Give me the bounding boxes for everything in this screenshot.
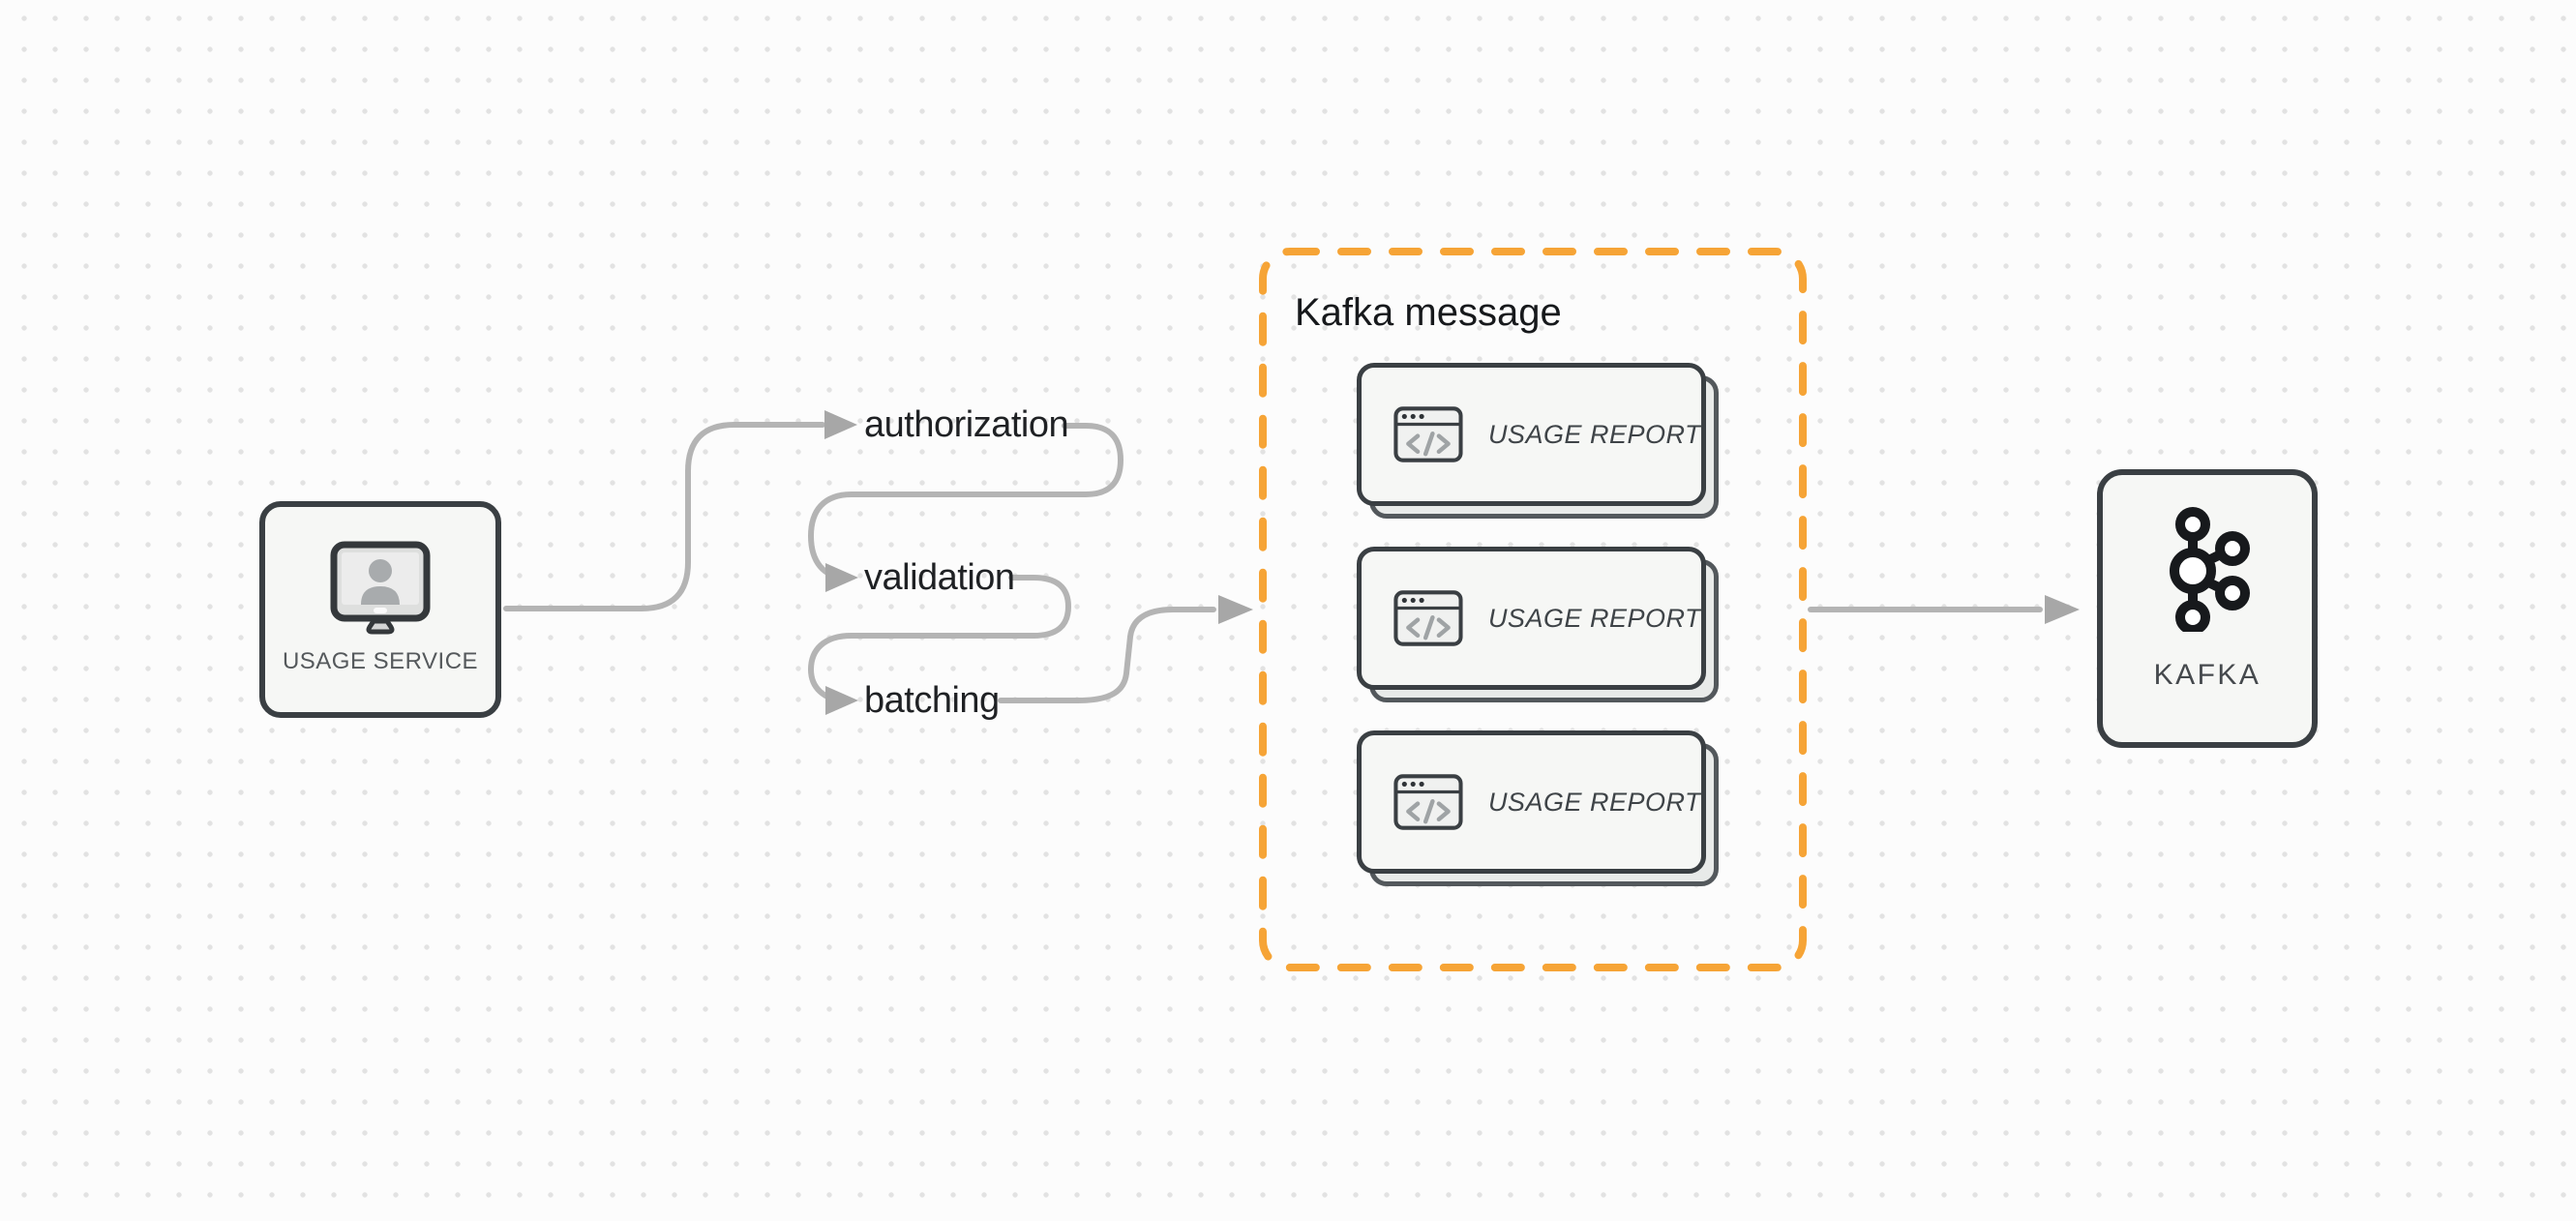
flow-step-validation[interactable]: validation — [864, 557, 1015, 598]
usage-report-card[interactable]: USAGE REPORT — [1357, 363, 1719, 519]
connector-service-to-authorization — [503, 422, 825, 611]
flow-step-batching[interactable]: batching — [864, 680, 1000, 721]
usage-report-card[interactable]: USAGE REPORT — [1357, 547, 1719, 702]
arrowhead-validation — [825, 563, 858, 592]
usage-report-label: USAGE REPORT — [1487, 603, 1701, 633]
code-window-icon — [1393, 406, 1463, 462]
arrowhead-batching — [825, 686, 858, 715]
arrowhead-authorization — [824, 410, 857, 439]
code-window-icon — [1393, 774, 1463, 830]
arrowhead-into-kafka — [2045, 595, 2080, 624]
kafka-message-group-title[interactable]: Kafka message — [1295, 291, 1562, 334]
usage-report-label: USAGE REPORT — [1487, 787, 1701, 817]
kafka-label: KAFKA — [2153, 659, 2261, 691]
flow-step-authorization[interactable]: authorization — [864, 404, 1069, 445]
kafka-logo-icon — [2170, 507, 2250, 632]
usage-service-label: USAGE SERVICE — [282, 648, 479, 674]
kafka-node[interactable]: KAFKA — [2097, 469, 2318, 748]
connector-validation-to-batching — [808, 575, 1071, 703]
arrowhead-into-group — [1218, 595, 1253, 624]
connector-batching-to-group — [998, 607, 1216, 703]
usage-report-card[interactable]: USAGE REPORT — [1357, 730, 1719, 886]
monitor-user-icon — [330, 541, 431, 635]
connector-authorization-to-validation — [808, 423, 1123, 581]
usage-report-label: USAGE REPORT — [1487, 419, 1701, 449]
usage-service-node[interactable]: USAGE SERVICE — [259, 501, 501, 718]
code-window-icon — [1393, 590, 1463, 646]
